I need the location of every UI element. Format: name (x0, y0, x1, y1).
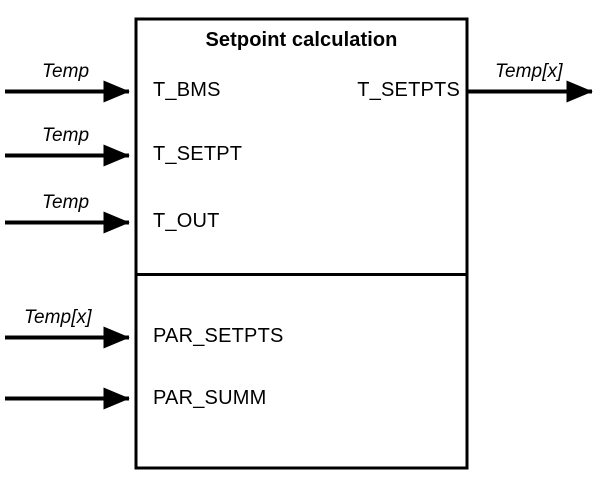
block-outline (134, 17, 469, 470)
block-title: Setpoint calculation (205, 29, 398, 51)
signal-label-in-t-setpt: Temp (42, 125, 90, 146)
port-label-par-setpts: PAR_SETPTS (153, 325, 284, 347)
signal-label-in-t-bms: Temp (42, 61, 90, 82)
port-label-t-out: T_OUT (153, 210, 220, 232)
signal-label-in-t-out: Temp (42, 192, 90, 213)
signal-label-in-par-setpts: Temp[x] (24, 307, 92, 328)
port-label-t-setpt: T_SETPT (153, 143, 243, 165)
port-label-t-setpts: T_SETPTS (357, 79, 460, 101)
signal-label-out-t-setpts: Temp[x] (495, 61, 563, 82)
port-label-par-summ: PAR_SUMM (153, 387, 267, 409)
port-label-t-bms: T_BMS (153, 79, 221, 101)
